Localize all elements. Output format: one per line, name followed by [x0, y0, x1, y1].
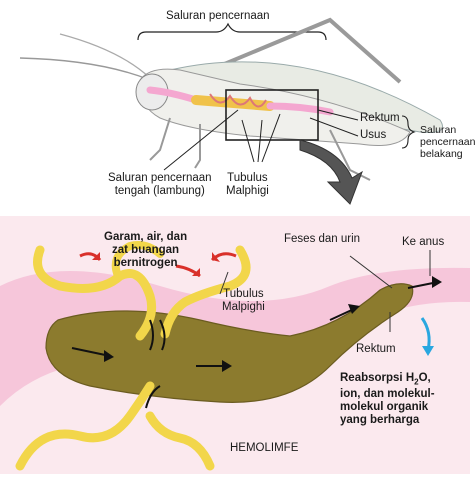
tubules-label: Tubulus Malpighi: [222, 288, 265, 314]
anus-label: Ke anus: [402, 236, 444, 249]
blue-arrowhead: [422, 346, 434, 356]
antenna: [60, 34, 150, 78]
blue-arrow: [422, 318, 429, 350]
midgut-label: Saluran pencernaan tengah (lambung): [108, 172, 212, 198]
leg: [195, 124, 200, 168]
hindgut-detail: [0, 216, 470, 474]
leg: [150, 118, 170, 160]
malpighian-tubule: [20, 386, 150, 466]
rectum-detail-label: Rektum: [356, 343, 396, 356]
reabsorption-label: Reabsorpsi H2O, ion, dan molekul- moleku…: [340, 372, 435, 427]
digestive-tract-label: Saluran pencernaan: [166, 10, 270, 23]
rectum-label: Rektum: [360, 112, 400, 125]
feces-label: Feses dan urin: [284, 233, 360, 246]
salts-label: Garam, air, dan zat buangan bernitrogen: [104, 231, 187, 270]
malpighian-tubule: [150, 416, 210, 466]
antenna: [20, 58, 150, 80]
intestine-label: Usus: [360, 129, 386, 142]
hindgut-label: Saluran pencernaan belakang: [420, 124, 475, 160]
malpighian-label: Tubulus Malphigi: [226, 172, 269, 198]
hemolymph-label: HEMOLIMFE: [230, 442, 298, 455]
